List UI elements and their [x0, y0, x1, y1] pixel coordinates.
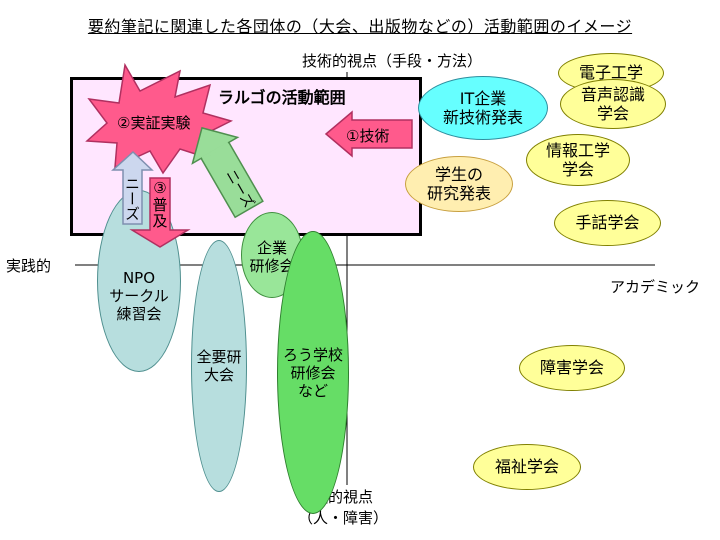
rou-school-ellipse: ろう学校 研修会 など — [277, 231, 349, 514]
onsei-ellipse: 音声認識 学会 — [560, 79, 666, 129]
axis-top-label: 技術的視点（手段・方法） — [302, 52, 483, 70]
fukushi-label: 福祉学会 — [494, 457, 559, 477]
rou-label-1: ろう学校 — [282, 345, 343, 364]
student-label-2: 研究発表 — [426, 184, 491, 203]
denshi-label: 電子工学 — [578, 63, 643, 83]
npo-label-1: NPO — [122, 269, 156, 287]
shuwa-label: 手話学会 — [575, 213, 640, 233]
needs-diagonal-arrow — [191, 126, 264, 219]
spread-down-arrow — [129, 177, 191, 248]
diagram-title: 要約筆記に関連した各団体の（大会、出版物などの）活動範囲のイメージ — [87, 17, 633, 36]
joho-ellipse: 情報工学 学会 — [526, 134, 630, 186]
axis-right-label: アカデミック — [610, 278, 701, 296]
npo-label-3: 練習会 — [116, 305, 162, 323]
zenyoken-label-2: 大会 — [203, 366, 234, 384]
largo-range-label: ラルゴの活動範囲 — [218, 88, 346, 107]
npo-label-2: サークル — [109, 287, 169, 305]
zenyoken-ellipse: 全要研 大会 — [191, 240, 247, 492]
joho-label-2: 学会 — [561, 160, 594, 179]
it-company-ellipse: IT企業 新技術発表 — [418, 76, 548, 140]
it-label-2: 新技術発表 — [442, 108, 523, 127]
it-label-1: IT企業 — [459, 88, 507, 108]
axis-bottom-label-2: （人・障害） — [298, 509, 389, 527]
axis-left-label: 実践的 — [6, 257, 52, 275]
joho-label-1: 情報工学 — [545, 140, 610, 160]
needs-up-arrow — [111, 150, 154, 225]
starburst-shape — [85, 63, 234, 175]
spread-arrow-label-1: ③ — [153, 179, 167, 197]
tech-arrow — [324, 110, 413, 158]
kigyo-label-2: 研修会 — [249, 257, 295, 275]
spread-arrow-label-3: 及 — [152, 212, 168, 230]
shogai-ellipse: 障害学会 — [519, 345, 625, 391]
shogai-label: 障害学会 — [539, 358, 604, 378]
student-ellipse: 学生の 研究発表 — [405, 156, 513, 212]
onsei-label-2: 学会 — [596, 104, 629, 123]
spread-arrow-label: ③ 普 及 — [150, 180, 170, 230]
kigyo-label-1: 企業 — [256, 239, 287, 257]
spread-arrow-label-2: 普 — [152, 195, 168, 214]
shuwa-ellipse: 手話学会 — [554, 200, 661, 246]
fukushi-ellipse: 福祉学会 — [473, 444, 581, 490]
zenyoken-label-1: 全要研 — [196, 348, 242, 366]
student-label-1: 学生の — [434, 164, 483, 184]
rou-label-2: 研修会 — [290, 363, 336, 382]
needs-up-arrow-label: ニーズ — [123, 176, 141, 221]
starburst-label: ②実証実験 — [117, 114, 191, 132]
onsei-label-1: 音声認識 — [580, 84, 645, 104]
tech-arrow-label: ①技術 — [346, 127, 390, 145]
rou-label-3: など — [297, 381, 328, 400]
